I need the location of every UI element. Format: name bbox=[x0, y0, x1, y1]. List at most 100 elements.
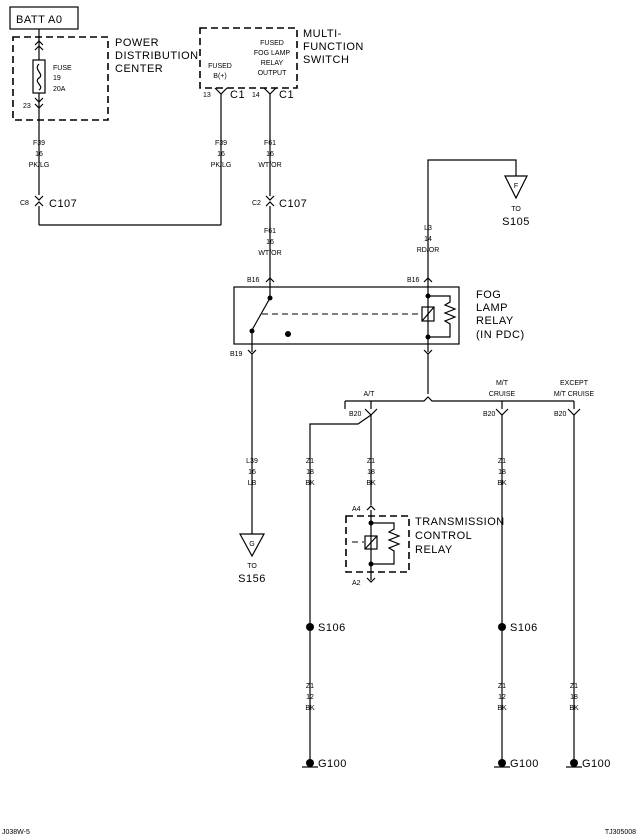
svg-text:LB: LB bbox=[248, 480, 257, 487]
svg-text:TO: TO bbox=[247, 563, 257, 570]
fuse-symbol bbox=[32, 29, 46, 138]
coil-branch bbox=[345, 349, 574, 402]
pin-14-terminal bbox=[263, 87, 277, 95]
svg-text:POWER: POWER bbox=[115, 37, 159, 49]
svg-text:TRANSMISSION: TRANSMISSION bbox=[415, 516, 505, 528]
svg-text:RD/OR: RD/OR bbox=[417, 247, 440, 254]
svg-text:RELAY: RELAY bbox=[415, 544, 453, 556]
pdc-label: POWER DISTRIBUTION CENTER bbox=[115, 37, 199, 75]
ground-g100-3-label: G100 bbox=[582, 758, 611, 770]
svg-text:S156: S156 bbox=[238, 573, 266, 585]
svg-text:Z1: Z1 bbox=[306, 458, 314, 465]
svg-text:16: 16 bbox=[266, 239, 274, 246]
wire-z1-a-label: Z1 18 BK bbox=[305, 458, 315, 487]
connector-c107-right bbox=[265, 195, 275, 207]
ref-triangle-g bbox=[238, 533, 266, 558]
svg-text:BK: BK bbox=[497, 705, 507, 712]
ground-g100-1 bbox=[302, 759, 318, 768]
mfs-box bbox=[199, 27, 298, 89]
svg-text:S105: S105 bbox=[502, 216, 530, 228]
svg-text:FUSED: FUSED bbox=[208, 63, 232, 70]
svg-text:CRUISE: CRUISE bbox=[489, 391, 516, 398]
ground-g100-3 bbox=[566, 759, 582, 768]
conn-b20-c: B20 bbox=[554, 411, 567, 418]
svg-text:RELAY: RELAY bbox=[476, 315, 514, 327]
splice-s106-b-label: S106 bbox=[510, 622, 538, 634]
svg-text:Z1: Z1 bbox=[570, 683, 578, 690]
tcr-a4: A4 bbox=[352, 505, 376, 513]
svg-text:WT/OR: WT/OR bbox=[258, 162, 281, 169]
mfs-fused-bplus-label: FUSED B(+) bbox=[208, 63, 232, 80]
svg-text:B16: B16 bbox=[407, 277, 420, 284]
conn-b20-b: B20 bbox=[483, 411, 496, 418]
splice-s106-b bbox=[498, 623, 506, 631]
fuse-label: FUSE 19 20A bbox=[53, 65, 72, 93]
svg-text:BK: BK bbox=[497, 480, 507, 487]
mfs-pin-14: 14 bbox=[252, 92, 260, 99]
svg-text:FOG: FOG bbox=[476, 289, 501, 301]
svg-text:18: 18 bbox=[367, 469, 375, 476]
ref-g-to: TO S156 bbox=[238, 563, 266, 585]
splice-s106-a-label: S106 bbox=[318, 622, 346, 634]
branch-mt-cruise: M/T CRUISE bbox=[489, 380, 516, 398]
batt-label: BATT A0 bbox=[16, 14, 63, 26]
svg-text:FUSE: FUSE bbox=[53, 65, 72, 72]
svg-text:L3: L3 bbox=[424, 225, 432, 232]
svg-text:BK: BK bbox=[305, 480, 315, 487]
except-b20-connector bbox=[567, 401, 581, 762]
svg-text:FUSED: FUSED bbox=[260, 40, 284, 47]
wire-l3 bbox=[427, 159, 517, 283]
pdc-pin-23: 23 bbox=[23, 103, 31, 110]
svg-text:F39: F39 bbox=[33, 140, 45, 147]
mfs-pin-13: 13 bbox=[203, 92, 211, 99]
svg-text:16: 16 bbox=[248, 469, 256, 476]
ground-g100-1-label: G100 bbox=[318, 758, 347, 770]
svg-text:DISTRIBUTION: DISTRIBUTION bbox=[115, 50, 199, 62]
conn-c107-b: C107 bbox=[279, 198, 307, 210]
svg-text:Z1: Z1 bbox=[367, 458, 375, 465]
svg-text:RELAY: RELAY bbox=[261, 60, 284, 67]
svg-text:18: 18 bbox=[570, 694, 578, 701]
svg-text:BK: BK bbox=[569, 705, 579, 712]
svg-text:16: 16 bbox=[35, 151, 43, 158]
svg-text:Z1: Z1 bbox=[306, 683, 314, 690]
tcr-internals bbox=[352, 510, 401, 580]
wire-f61-label-a: F61 16 WT/OR bbox=[258, 140, 281, 169]
connector-c107-left bbox=[34, 195, 221, 226]
fog-relay-b19: B19 bbox=[230, 349, 257, 534]
ref-triangle-f bbox=[504, 175, 528, 200]
pin-13-terminal bbox=[214, 87, 228, 95]
svg-text:A4: A4 bbox=[352, 506, 361, 513]
mt-b20-connector bbox=[495, 401, 509, 624]
tcr-box bbox=[345, 515, 410, 573]
svg-text:19: 19 bbox=[53, 75, 61, 82]
svg-text:BK: BK bbox=[305, 705, 315, 712]
svg-text:L39: L39 bbox=[246, 458, 258, 465]
at-b20-connector bbox=[309, 401, 378, 624]
wire-f39-label-a: F39 16 PK/LG bbox=[29, 140, 50, 169]
footer-left: J038W-5 bbox=[2, 829, 30, 836]
wire-z1-b-label: Z1 18 BK bbox=[366, 458, 376, 487]
fog-relay-box bbox=[233, 286, 460, 345]
svg-text:14: 14 bbox=[424, 236, 432, 243]
svg-text:B16: B16 bbox=[247, 277, 260, 284]
svg-text:LAMP: LAMP bbox=[476, 302, 508, 314]
svg-text:Z1: Z1 bbox=[498, 458, 506, 465]
ref-f-to: TO S105 bbox=[502, 206, 530, 228]
svg-text:F61: F61 bbox=[264, 228, 276, 235]
branch-at: A/T bbox=[364, 391, 376, 398]
svg-text:M/T CRUISE: M/T CRUISE bbox=[554, 391, 595, 398]
svg-text:WT/OR: WT/OR bbox=[258, 250, 281, 257]
wire-z1-f-label: Z1 18 BK bbox=[569, 683, 579, 712]
fog-relay-label: FOG LAMP RELAY (IN PDC) bbox=[476, 289, 524, 341]
mfs-conn-c1-b: C1 bbox=[279, 89, 294, 101]
svg-text:18: 18 bbox=[306, 469, 314, 476]
conn-c2: C2 bbox=[252, 200, 261, 207]
svg-text:PK/LG: PK/LG bbox=[29, 162, 50, 169]
svg-text:BK: BK bbox=[366, 480, 376, 487]
wire-l39-label: L39 16 LB bbox=[246, 458, 258, 487]
svg-text:EXCEPT: EXCEPT bbox=[560, 380, 589, 387]
conn-c8: C8 bbox=[20, 200, 29, 207]
wire-z1-e-label: Z1 12 BK bbox=[497, 683, 507, 712]
